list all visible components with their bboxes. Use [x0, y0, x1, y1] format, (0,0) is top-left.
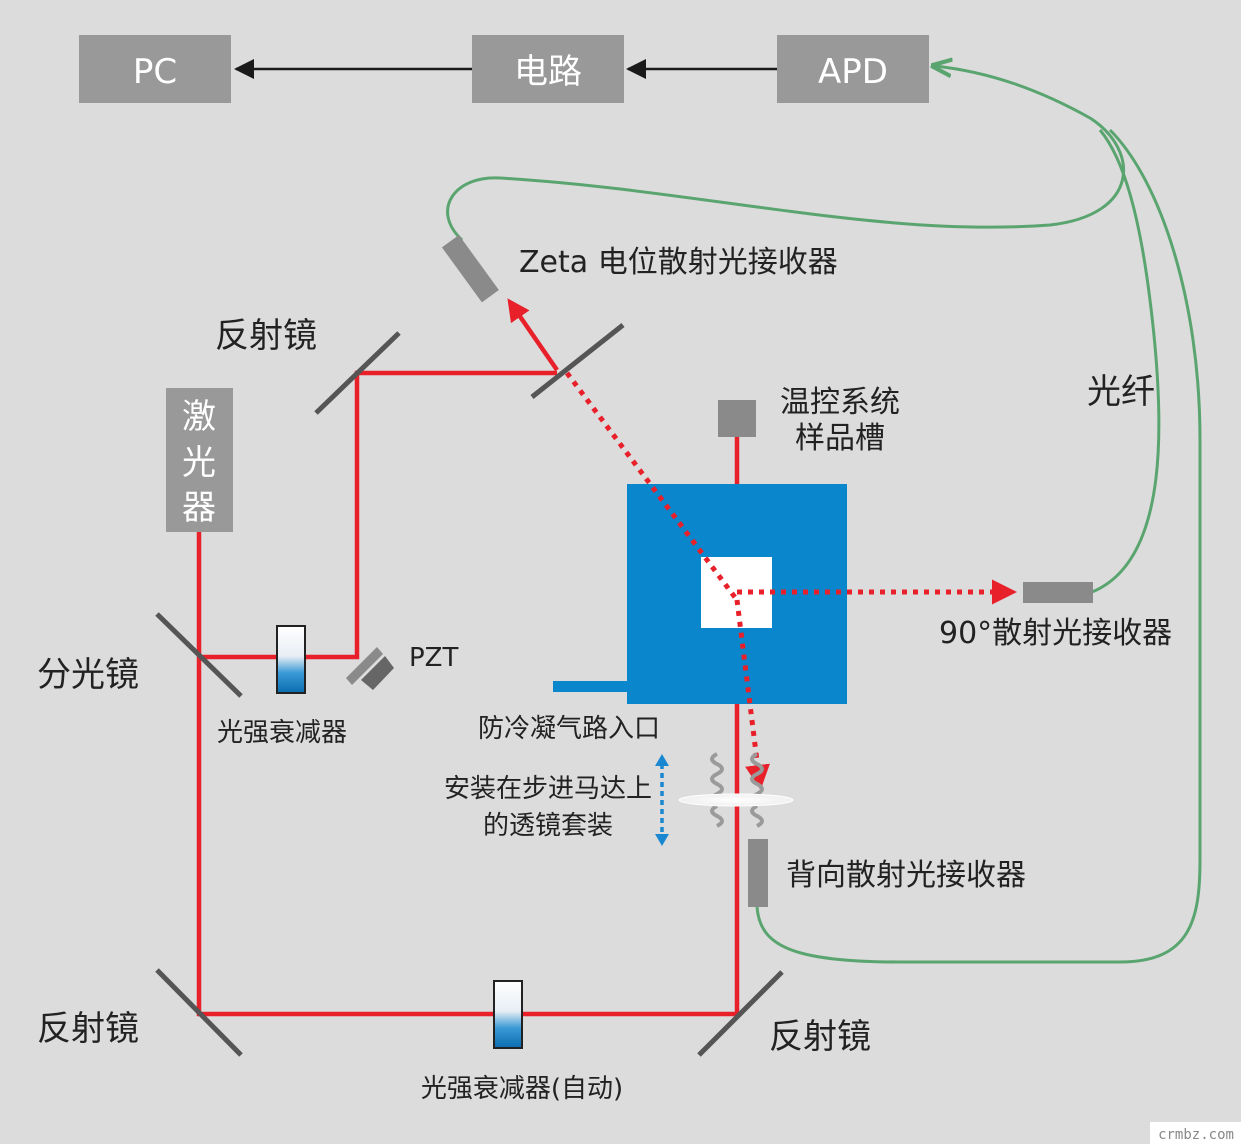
- pc-label: PC: [133, 52, 177, 92]
- stepper-lens-assembly: [678, 752, 794, 828]
- beam-splitter-label: 分光镜: [37, 655, 139, 695]
- pc-box: PC: [79, 35, 231, 103]
- mirror-top-label: 反射镜: [215, 316, 317, 356]
- circuit-label: 电路: [514, 52, 582, 92]
- beam-splitter-mirror: [155, 612, 243, 698]
- mirror-top-right: [530, 323, 625, 399]
- attenuator-auto: [493, 980, 523, 1049]
- receiver-90deg: [1023, 582, 1093, 603]
- laser-label-3: 器: [182, 488, 216, 528]
- attenuator-manual: [276, 625, 306, 694]
- lens-label-line2: 的透镜套装: [483, 811, 613, 841]
- laser-beam-main-loop: [196, 436, 740, 1017]
- fiber-label: 光纤: [1087, 372, 1155, 412]
- apd-box: APD: [777, 35, 929, 103]
- fiber-from-back-receiver: [755, 128, 1202, 964]
- watermark-background: [1150, 1122, 1241, 1144]
- pzt-actuator: [346, 647, 394, 690]
- zeta-receiver-label: Zeta 电位散射光接收器: [519, 245, 838, 280]
- receiver-90-label: 90°散射光接收器: [939, 616, 1172, 651]
- temp-system-label-line2: 样品槽: [795, 421, 885, 456]
- mirror-bottom-right: [697, 970, 784, 1057]
- temperature-sensor-block: [718, 400, 756, 437]
- laser-label-1: 激: [182, 397, 216, 437]
- laser-box: 激 光 器: [166, 388, 233, 532]
- zeta-receiver: [441, 235, 499, 303]
- back-scatter-receiver: [748, 839, 768, 907]
- mirror-bottom-left-label: 反射镜: [37, 1009, 139, 1049]
- fiber-from-zeta-receiver: [446, 66, 1125, 242]
- mirror-bottom-right-label: 反射镜: [769, 1017, 871, 1057]
- anticondensation-gas-inlet: [553, 681, 628, 692]
- laser-beam-reference-arm: [199, 370, 557, 660]
- lens-movement-arrow: [655, 754, 669, 846]
- laser-label-2: 光: [182, 443, 216, 483]
- attenuator-label: 光强衰减器: [217, 718, 347, 748]
- mirror-top-left: [314, 331, 401, 415]
- circuit-box: 电路: [472, 35, 624, 103]
- fiber-from-90-receiver: [1091, 129, 1161, 594]
- back-receiver-label: 背向散射光接收器: [786, 858, 1026, 893]
- laser-beam-to-zeta-receiver: [507, 298, 559, 372]
- apd-label: APD: [818, 52, 888, 92]
- lens-label-line1: 安装在步进马达上: [444, 774, 652, 804]
- pzt-label: PZT: [409, 643, 458, 673]
- mirror-bottom-left: [155, 968, 243, 1057]
- lens: [678, 793, 794, 807]
- temp-system-label-line1: 温控系统: [780, 385, 900, 420]
- watermark-text: crmbz.com: [1158, 1127, 1234, 1143]
- anticondensation-inlet-label: 防冷凝气路入口: [478, 714, 660, 744]
- scattered-beam-zeta: [564, 371, 740, 602]
- attenuator-auto-label: 光强衰减器(自动): [421, 1074, 623, 1104]
